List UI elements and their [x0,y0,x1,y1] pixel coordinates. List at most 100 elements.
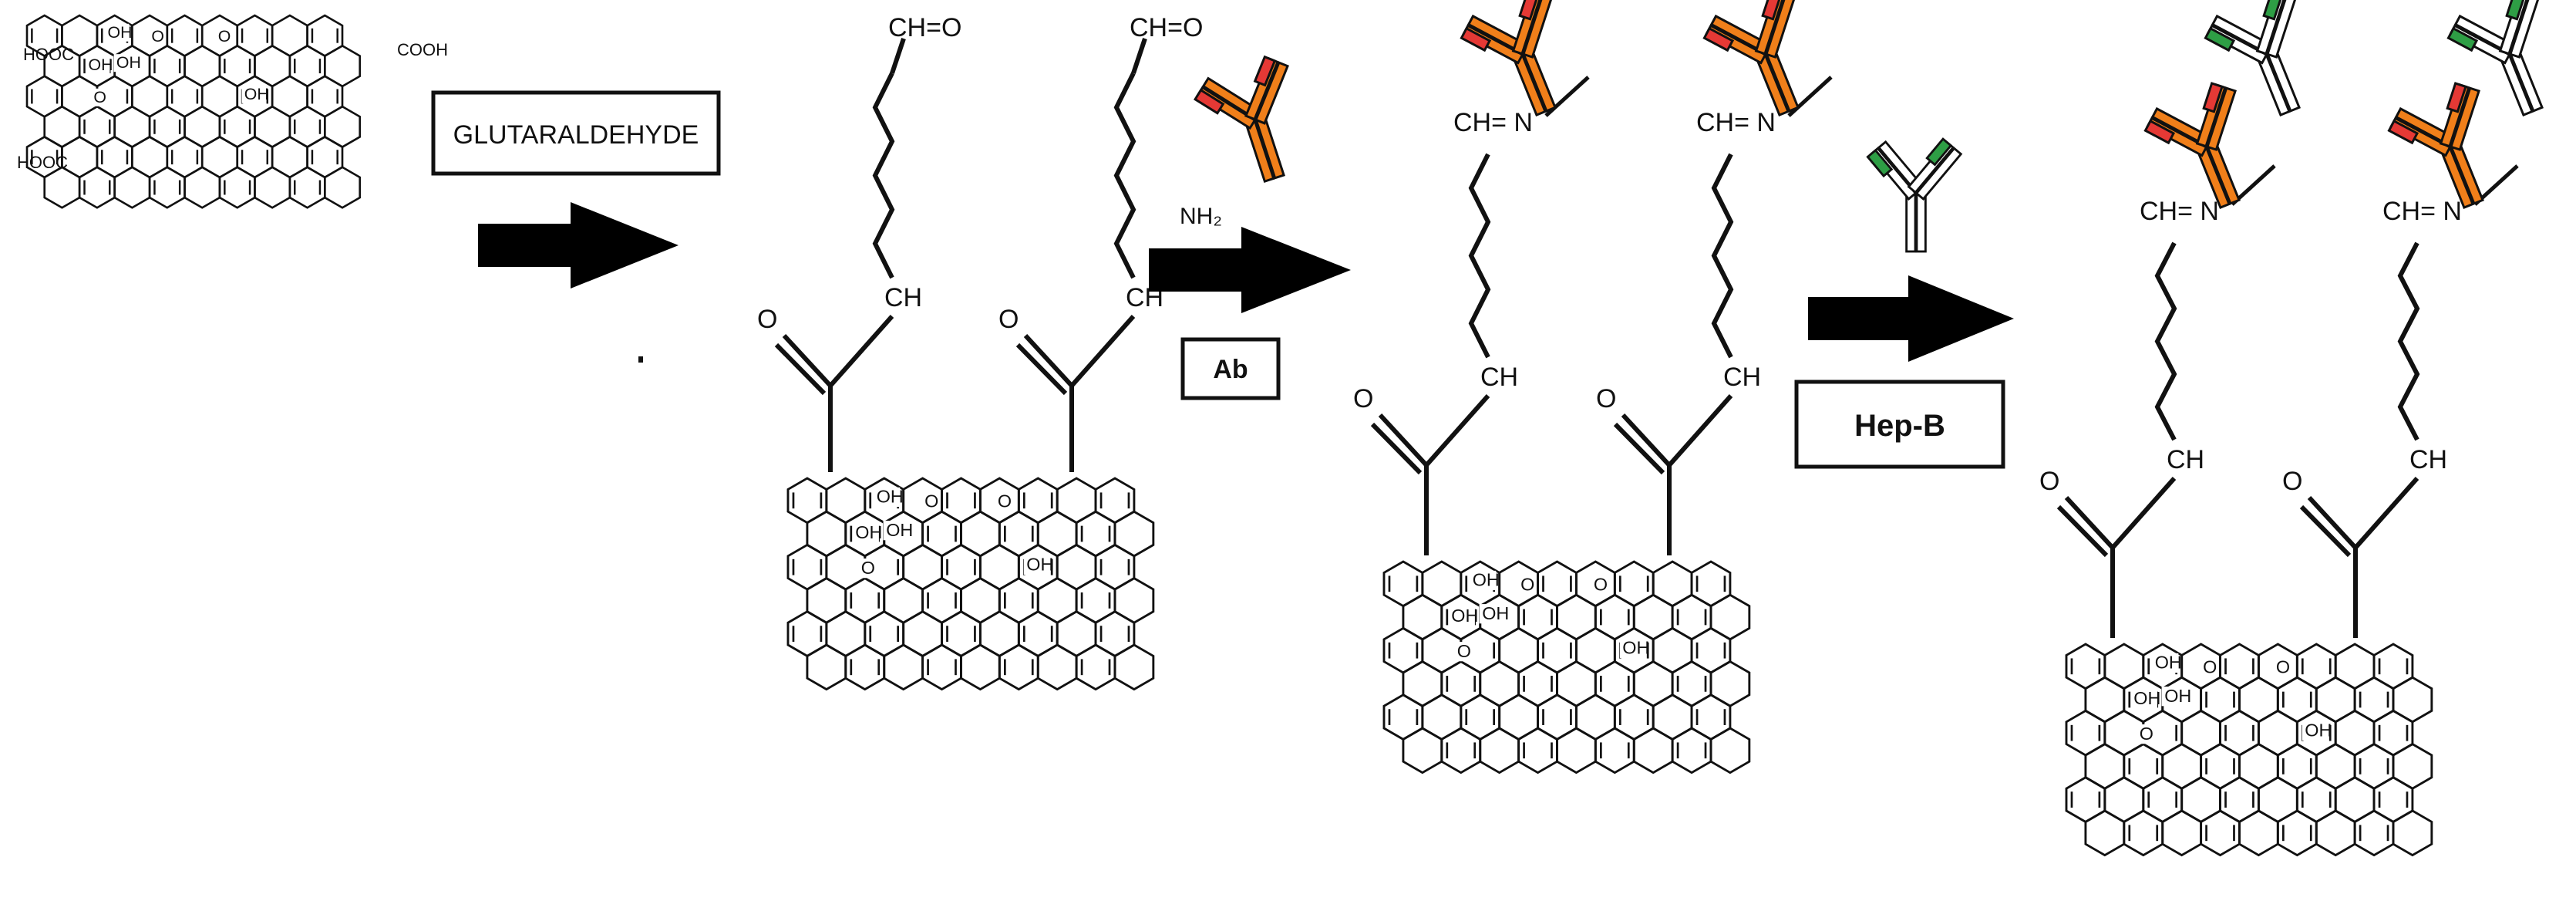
hydroxyl-label: OH [855,522,882,542]
hexagon-ring [1036,643,1078,691]
label-backdrop [113,54,138,73]
antigen-binding-tip [1460,26,1492,52]
label-backdrop [149,28,163,46]
carbonyl-bond [2064,495,2115,550]
hydroxyl-label: OH [108,23,133,42]
carbonyl-o-label: O [1596,384,1616,413]
bound-antigen-2 [2446,0,2544,116]
hexagon-ring [960,643,1001,691]
cooh-label-mid-left: HOOC [17,153,68,172]
hexagon-ring [883,643,924,691]
antibody-arm [2509,0,2540,59]
immobilized-antibody-2 [1702,0,1800,116]
aldehyde-label: CH=O [888,13,961,42]
antibody-arm [1522,0,1553,59]
antibody-arm [1254,61,1289,125]
label-backdrop [1448,606,1475,626]
label-backdrop [921,491,938,511]
antigen-binding-tip [1253,55,1277,87]
ch-label: CH [2409,445,2447,474]
hexagon-ring [113,166,151,209]
hydroxyl-label: OH [877,487,904,507]
antigen-binding-tip [2446,82,2467,113]
antigen-binding-tip [1194,88,1225,115]
antigen-binding-tip [1925,137,1953,167]
hexagon-ring [1402,727,1443,774]
hexagon-ring [2315,809,2356,857]
carbonyl-bond [2307,495,2358,550]
label-backdrop [995,491,1011,511]
heavy-chain-stem [1905,191,1917,253]
label-backdrop [1517,575,1534,595]
ch-bond [2110,477,2177,549]
imine-label: CH= N [2140,197,2219,226]
epoxy-label: O [924,491,938,511]
carbonyl-bond [2056,504,2109,558]
carbonyl-o-label: O [2282,467,2302,496]
hexagon-ring [1709,727,1751,774]
antibody-arm [1914,147,1963,201]
cooh-label-top-left: HOOC [23,45,74,64]
carbonyl-bond [1015,343,1068,396]
carbonyl-bond [1613,422,1665,475]
label-backdrop [2161,687,2188,707]
label-backdrop [1454,642,1470,662]
carbonyl-bond [1023,333,1074,388]
hydroxyl-label: OH [2133,688,2160,708]
label-backdrop [858,558,874,579]
ch-bond [828,315,894,387]
antigen-binding-tip [2505,0,2527,21]
hexagon-ring [43,166,81,209]
stray-dot [638,356,643,363]
hexagon-ring [2392,809,2433,857]
ch-label: CH [884,283,922,312]
hexagon-ring [1479,727,1520,774]
epoxy-label: O [218,27,231,46]
antigen-reagent-icon [1866,137,1963,253]
antibody-arm [2266,0,2297,59]
ch-label: CH [1723,363,1761,392]
label-backdrop [215,28,231,46]
label-backdrop [2137,724,2153,744]
reaction-arrow-1 [478,202,679,289]
antigen-binding-tip [2204,26,2236,52]
label-backdrop [1470,570,1497,591]
hydroxyl-label: OH [1451,606,1478,626]
ch-bond [1424,394,1490,467]
antigen-reagent-box: Hep-B [1794,380,2005,469]
alkyl-chain [1113,72,1136,279]
antibody-label: Ab [1213,355,1248,384]
label-backdrop [2200,657,2217,677]
carbonyl-bond [774,343,827,396]
antibody-arm [2450,86,2480,151]
glutaraldehyde-label: GLUTARALDEHYDE [453,120,699,150]
hexagon-ring [323,166,362,209]
antigen-binding-tip [1866,148,1894,178]
epoxy-label: O [1520,574,1534,594]
epoxy-label: O [2140,724,2153,744]
hydroxyl-label: OH [2164,686,2191,706]
label-backdrop [2273,657,2289,677]
hydroxyl-label: OH [2305,720,2332,741]
hexagon-ring [254,166,291,209]
hexagon-ring [1556,727,1597,774]
epoxy-label: O [1594,574,1608,594]
imine-bond [1544,76,1590,117]
ch-bond [1667,394,1733,467]
label-backdrop [1591,575,1607,595]
hexagon-ring [2161,809,2203,857]
ch-label: CH [2167,445,2204,474]
carbonyl-bond [1370,422,1423,475]
label-backdrop [883,521,910,541]
antigen-binding-tip [1702,26,1735,52]
label-backdrop [1023,555,1050,575]
